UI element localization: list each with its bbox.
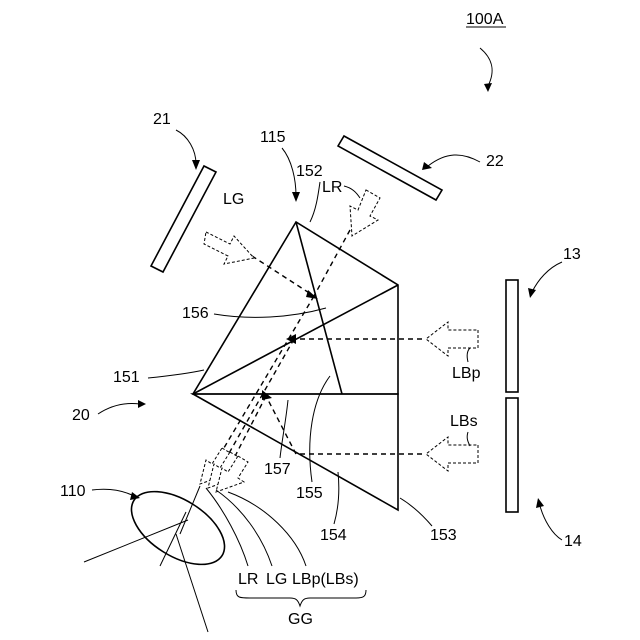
figure-ref-label: 100A: [466, 11, 504, 28]
bracket-GG: [236, 590, 366, 606]
beam-lbs-arrowhead: [262, 390, 272, 400]
leader-20: [98, 403, 140, 414]
arrow-lg-input: [204, 232, 254, 264]
prism-inner-edge: [296, 222, 342, 394]
label-151: 151: [113, 369, 140, 386]
label-out-LBp: LBp(LBs): [292, 571, 359, 588]
leader-21: [176, 130, 196, 164]
leader-13-arrowhead: [528, 288, 536, 298]
label-155: 155: [296, 485, 323, 502]
eye-axis-line-3: [176, 534, 208, 632]
leader-LBs: [467, 432, 470, 446]
beam-lr-in: [314, 230, 350, 296]
label-20: 20: [72, 407, 90, 424]
leader-out-LR: [206, 488, 248, 566]
beam-lg-in: [252, 256, 314, 296]
label-153: 153: [430, 527, 457, 544]
leader-13: [532, 262, 562, 292]
label-156: 156: [182, 305, 209, 322]
label-14: 14: [564, 533, 582, 550]
label-152: 152: [296, 163, 323, 180]
label-LG: LG: [223, 191, 244, 208]
beam-out-2: [224, 339, 294, 462]
leader-156: [214, 308, 326, 317]
eye-axis-line-4: [180, 486, 200, 534]
leader-152: [310, 182, 320, 222]
leader-115: [282, 148, 296, 196]
leader-154: [334, 472, 339, 524]
leader-14-arrowhead: [536, 498, 544, 508]
arrow-lbp-input: [426, 322, 478, 356]
panel-14: [506, 398, 518, 512]
leader-14: [540, 506, 562, 540]
leader-21-arrowhead: [192, 160, 200, 170]
leader-151: [148, 370, 204, 378]
panel-21: [151, 166, 216, 272]
leader-LBp: [467, 348, 470, 362]
leader-115-arrowhead: [292, 192, 300, 202]
label-GG: GG: [288, 611, 313, 628]
label-out-LG: LG: [266, 571, 287, 588]
leader-LR: [344, 186, 360, 198]
beam-lbs-up: [266, 396, 296, 454]
leader-out-LBp: [228, 492, 306, 566]
leader-110: [92, 489, 134, 496]
beam-out-1: [218, 296, 314, 458]
panel-13: [506, 280, 518, 392]
label-110: 110: [60, 483, 86, 500]
arrow-lr-input: [350, 190, 380, 236]
output-arrows: [200, 448, 248, 492]
figure-ref-arrowhead: [484, 83, 492, 92]
arrow-lbs-input: [426, 437, 478, 471]
label-22: 22: [486, 153, 504, 170]
label-out-LR: LR: [238, 571, 258, 588]
label-13: 13: [563, 246, 581, 263]
leader-157: [280, 400, 288, 458]
label-LBs: LBs: [450, 413, 478, 430]
label-LR: LR: [322, 179, 342, 196]
beam-paths: [218, 230, 422, 466]
figure-ref-leader: [480, 48, 492, 86]
leader-22: [428, 155, 480, 166]
label-154: 154: [320, 527, 347, 544]
label-157: 157: [264, 461, 291, 478]
label-115: 115: [260, 129, 286, 146]
leader-20-arrowhead: [138, 400, 146, 408]
label-21: 21: [153, 111, 171, 128]
label-LBp: LBp: [452, 365, 481, 382]
leader-22-arrowhead: [422, 162, 432, 170]
leader-153: [400, 498, 432, 526]
